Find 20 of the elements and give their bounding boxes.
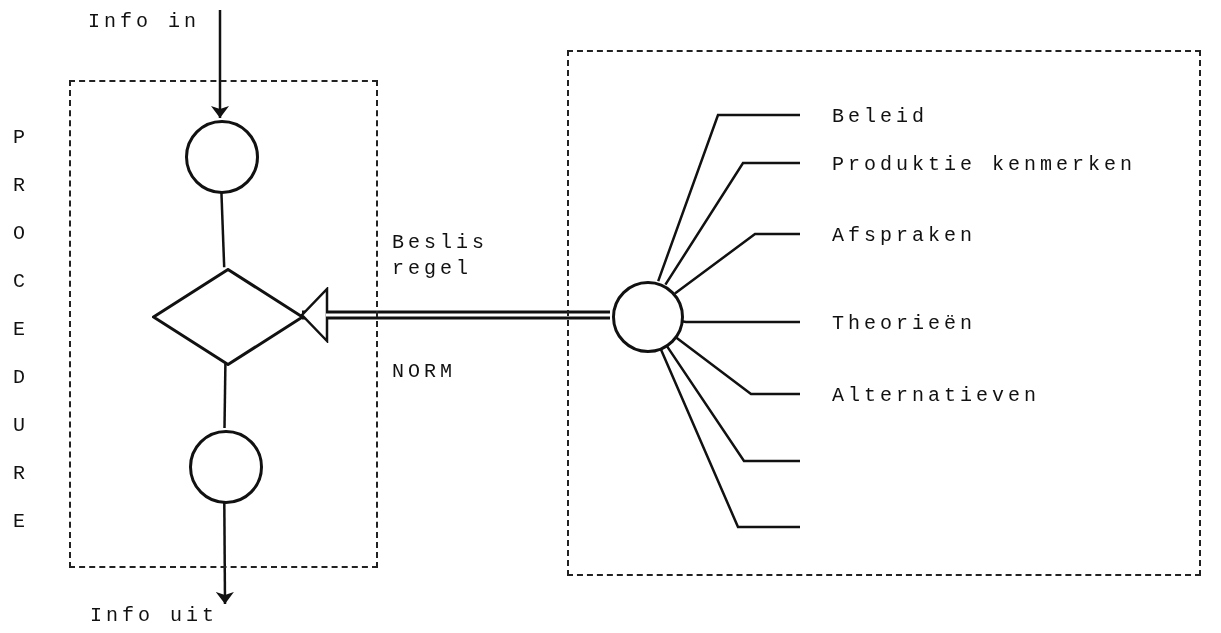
vertical-title: PROCEDURE: [12, 125, 26, 535]
double-line-arrow: [300, 287, 610, 343]
arrow: [215, 502, 234, 604]
node-label: Alternatieven: [802, 384, 1102, 408]
node-label: Info in: [88, 10, 222, 36]
dashed-frame: [567, 50, 1201, 576]
node-label: Info uit: [90, 604, 228, 630]
node-label: Beleid: [802, 105, 1002, 129]
connector-line: [223, 363, 227, 428]
connector-line: [674, 335, 800, 396]
connector-line: [657, 113, 800, 282]
annotation-text: NORM: [392, 360, 456, 384]
circle-symbol: [612, 281, 684, 353]
connector-line: [665, 344, 800, 463]
node-label: Afspraken: [802, 224, 1052, 248]
arrow: [211, 10, 229, 118]
node-label: Produktie kenmerken: [802, 153, 1182, 177]
node-label: Theorieën: [802, 312, 1052, 336]
connector-line: [674, 232, 800, 295]
connector-line: [664, 161, 800, 286]
